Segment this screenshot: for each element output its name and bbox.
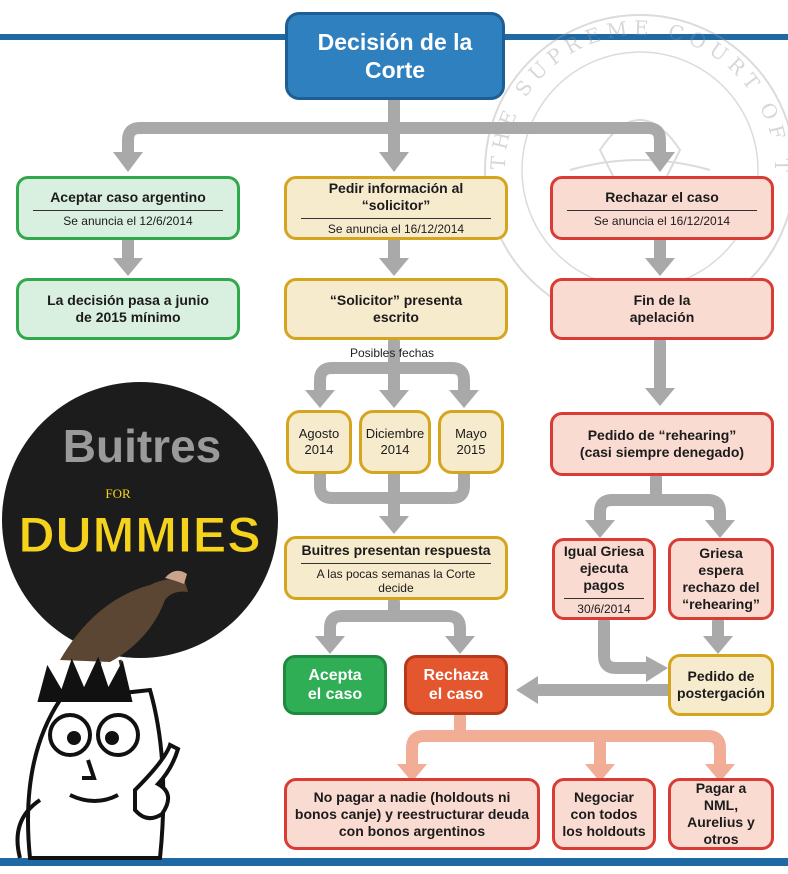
outcome-negotiate: Negociar con todos los holdouts [552,778,656,850]
date-option-3-label: Mayo 2015 [455,426,487,457]
court-rejects-label: Rechaza el caso [423,667,489,703]
griesa-pays-date: 30/6/2014 [564,597,644,616]
buitres-for-dummies-badge: Buitres FOR DUMMIES [2,382,278,658]
rehearing-box: Pedido de “rehearing” (casi siempre dene… [550,412,774,476]
response-label: Buitres presentan respuesta [301,541,491,558]
date-option-2: Diciembre 2014 [359,410,431,474]
court-accepts-label: Acepta el caso [307,667,363,703]
option-accept-date: Se anuncia el 12/6/2014 [33,209,223,228]
appeal-end-box: Fin de la apelación [550,278,774,340]
gray-arrowheads [113,152,735,704]
outcome-restructure: No pagar a nadie (holdouts ni bonos canj… [284,778,540,850]
bottom-rule [0,858,788,866]
response-box: Buitres presentan respuesta A las pocas … [284,536,508,600]
griesa-waits-label: Griesa espera rechazo del “rehearing” [682,545,760,612]
option-reject-label: Rechazar el caso [605,188,719,205]
option-reject-date: Se anuncia el 16/12/2014 [567,209,757,228]
date-option-3: Mayo 2015 [438,410,504,474]
solicitor-step-box: “Solicitor” presenta escrito [284,278,508,340]
griesa-pays-box: Igual Griesa ejecuta pagos 30/6/2014 [552,538,656,620]
date-option-1: Agosto 2014 [286,410,352,474]
outcome-pay-label: Pagar a NML, Aurelius y otros [687,780,755,847]
postpone-label: Pedido de postergación [677,668,765,701]
option-request-info: Pedir información al “solicitor” Se anun… [284,176,508,240]
option-accept-label: Aceptar caso argentino [50,188,206,205]
badge-dummies: DUMMIES [18,507,261,563]
badge-circle [2,382,278,658]
option-reject-case: Rechazar el caso Se anuncia el 16/12/201… [550,176,774,240]
dummies-character-icon [15,656,181,860]
outcome-negotiate-label: Negociar con todos los holdouts [562,788,646,839]
option-request-date: Se anuncia el 16/12/2014 [301,218,491,236]
result-accept-label: La decisión pasa a junio de 2015 mínimo [47,292,209,325]
option-accept-case: Aceptar caso argentino Se anuncia el 12/… [16,176,240,240]
outcome-restructure-label: No pagar a nadie (holdouts ni bonos canj… [294,788,530,839]
date-option-2-label: Diciembre 2014 [365,426,425,457]
possible-dates-label: Posibles fechas [350,346,435,360]
badge-for: FOR [105,486,131,501]
option-request-label: Pedir información al “solicitor” [328,180,464,213]
court-accepts-box: Acepta el caso [283,655,387,715]
postpone-box: Pedido de postergación [668,654,774,716]
result-accept-box: La decisión pasa a junio de 2015 mínimo [16,278,240,340]
appeal-end-label: Fin de la apelación [629,292,695,325]
rehearing-label: Pedido de “rehearing” (casi siempre dene… [579,427,745,460]
gray-connectors [122,94,726,696]
title-box: Decisión de la Corte [285,12,505,100]
page-title: Decisión de la Corte [317,29,473,83]
badge-word: Buitres [63,420,221,472]
date-option-1-label: Agosto 2014 [298,426,340,457]
outcome-pay-holdouts: Pagar a NML, Aurelius y otros [668,778,774,850]
salmon-arrowheads [397,764,735,782]
griesa-pays-label: Igual Griesa ejecuta pagos [563,542,645,593]
solicitor-step-label: “Solicitor” presenta escrito [329,292,463,325]
salmon-connectors [406,710,726,776]
griesa-waits-box: Griesa espera rechazo del “rehearing” [668,538,774,620]
response-note: A las pocas semanas la Corte decide [301,562,491,595]
court-rejects-box: Rechaza el caso [404,655,508,715]
